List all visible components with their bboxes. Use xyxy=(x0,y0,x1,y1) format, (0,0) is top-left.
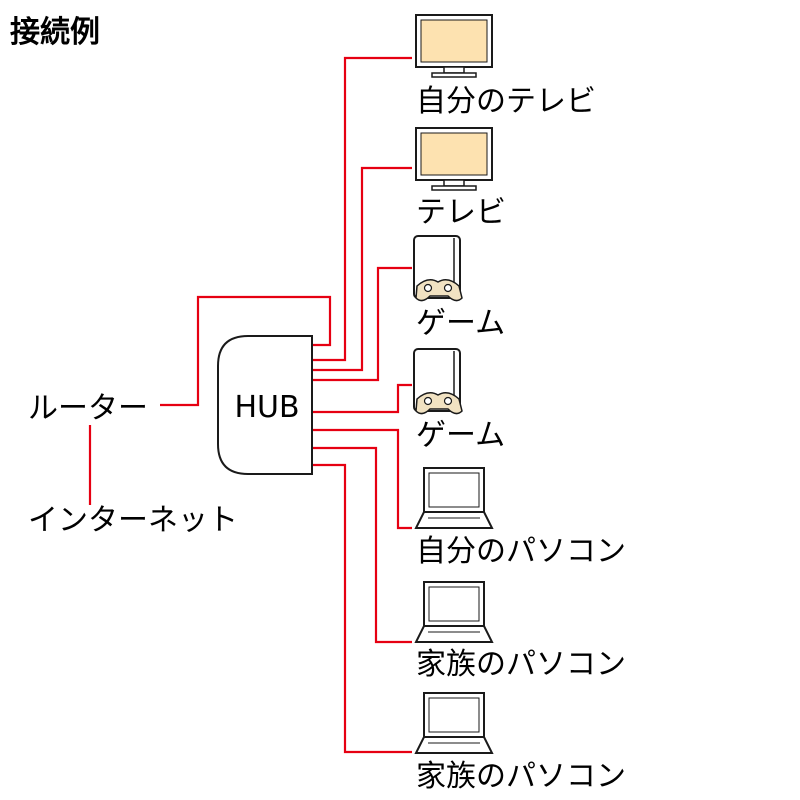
wire-hub-device-5 xyxy=(312,428,412,530)
hub-box xyxy=(217,335,313,475)
laptop-icon xyxy=(414,581,494,643)
device-2: テレビ xyxy=(415,127,506,230)
device-label: 自分のテレビ xyxy=(416,84,596,119)
device-7: 家族のパソコン xyxy=(414,692,626,794)
wire-hub-device-2 xyxy=(312,166,412,372)
device-label: 家族のパソコン xyxy=(416,647,626,682)
wire-hub-device-3 xyxy=(312,266,412,382)
wire-hub-device-6 xyxy=(312,446,412,644)
device-5: 自分のパソコン xyxy=(414,467,626,569)
wire-hub-device-4 xyxy=(312,383,412,414)
wire-hub-device-7 xyxy=(312,463,412,754)
laptop-icon xyxy=(414,467,494,529)
device-1: 自分のテレビ xyxy=(415,14,596,119)
device-label: ゲーム xyxy=(416,306,505,341)
tv-icon xyxy=(415,127,493,191)
tv-icon xyxy=(415,14,493,78)
game-console-icon xyxy=(413,348,463,415)
wire-hub-device-1 xyxy=(312,56,412,362)
diagram-title: 接続例 xyxy=(10,15,100,50)
device-label: 家族のパソコン xyxy=(416,759,626,794)
hub-label: HUB xyxy=(234,390,299,425)
game-console-icon xyxy=(413,235,463,302)
device-6: 家族のパソコン xyxy=(414,581,626,682)
device-4: ゲーム xyxy=(413,348,505,453)
internet-label: インターネット xyxy=(28,503,238,538)
laptop-icon xyxy=(414,692,494,754)
wires xyxy=(88,56,412,754)
device-label: ゲーム xyxy=(416,418,505,453)
router-label: ルーター xyxy=(28,391,148,426)
wire-router-hub xyxy=(160,295,332,407)
device-label: テレビ xyxy=(416,195,506,230)
device-3: ゲーム xyxy=(413,235,505,341)
hub: HUB xyxy=(217,335,313,475)
device-label: 自分のパソコン xyxy=(416,534,626,569)
